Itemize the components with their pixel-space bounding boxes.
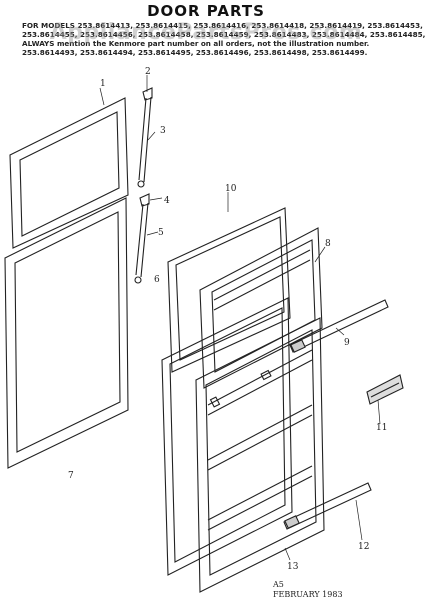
freezer-liner-frame: [167, 207, 291, 373]
leader-lines: [99, 75, 381, 561]
callout-3: 3: [160, 126, 166, 136]
callout-11: 11: [376, 423, 387, 433]
page-title: DOOR PARTS: [147, 2, 265, 20]
callout-10: 10: [225, 184, 237, 194]
freezer-door-gasket: [9, 97, 129, 249]
callout-6: 6: [154, 275, 160, 285]
order-note: ALWAYS mention the Kenmore part number o…: [22, 39, 370, 48]
upper-breaker-strip: [137, 87, 153, 188]
freezer-shelf-rail: [289, 299, 389, 353]
callout-4: 4: [164, 196, 170, 206]
callout-12: 12: [358, 542, 369, 552]
watermark: AppliancePartsPros.com: [49, 20, 363, 45]
fresh-food-door-gasket: [4, 197, 129, 469]
footer-date: FEBRUARY 1983: [273, 590, 343, 599]
parts-diagram-page: DOOR PARTS FOR MODELS 253.8614413, 253.8…: [4, 2, 425, 599]
callout-13: 13: [287, 562, 299, 572]
callout-7: 7: [68, 471, 74, 481]
callout-8: 8: [325, 239, 331, 249]
models-line-3: 253.8614493, 253.8614494, 253.8614495, 2…: [22, 48, 368, 57]
callout-5: 5: [158, 228, 164, 238]
lower-breaker-strip: [134, 193, 150, 284]
callout-1: 1: [100, 79, 106, 89]
callout-9: 9: [344, 338, 350, 348]
fresh-food-liner-frame: [161, 297, 293, 576]
models-line-2: 253.8614455, 253.8614456, 253.8614458, 2…: [22, 30, 425, 39]
models-line-1: FOR MODELS 253.8614413, 253.8614415, 253…: [22, 21, 423, 30]
footer-code: A5: [273, 580, 284, 589]
fresh-food-shelf-rail: [283, 482, 372, 530]
trim-clip: [366, 374, 404, 405]
fresh-food-door-liner: [195, 317, 325, 593]
exploded-door-diagram: 1 2 3 4 5 6 7 8 9 10 11 12 13: [4, 67, 404, 593]
callout-2: 2: [145, 67, 151, 77]
